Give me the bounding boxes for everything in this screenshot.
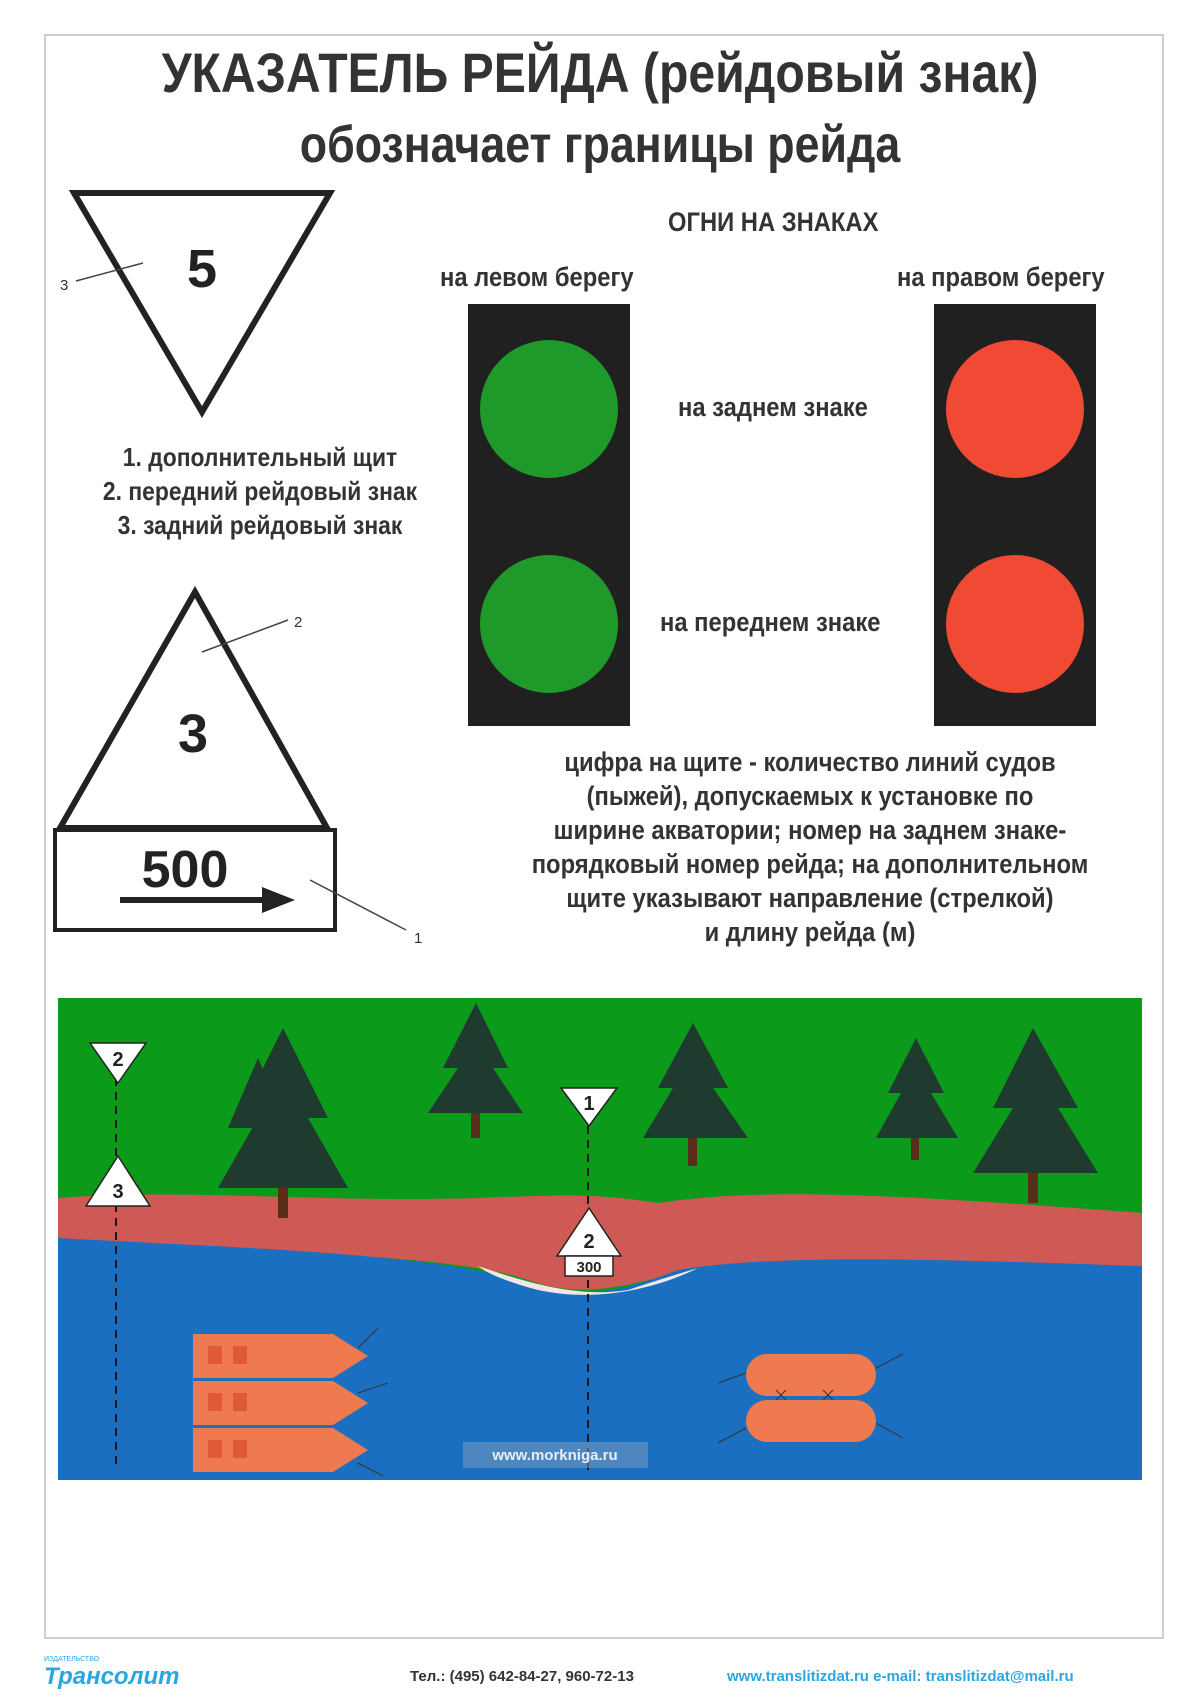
page-frame: [44, 34, 1164, 1639]
left-bank-light-panel: [468, 304, 630, 726]
footer-web-email: www.translitizdat.ru e-mail: translitizd…: [727, 1668, 1074, 1685]
front-callout-line: [201, 619, 289, 653]
barge: [193, 1428, 368, 1472]
publisher-logo: Трансолит: [44, 1663, 180, 1690]
plate-callout-number: 1: [414, 930, 422, 947]
footer-phone: Тел.: (495) 642-84-27, 960-72-13: [410, 1668, 634, 1685]
tree: [428, 1003, 523, 1138]
front-sign-number: 3: [178, 704, 208, 764]
title-line-1: УКАЗАТЕЛЬ РЕЙДА (рейдовый знак): [161, 41, 1039, 104]
rear-sign-number: 5: [187, 239, 217, 299]
left-rear-sign: [88, 1042, 148, 1085]
tree: [973, 1028, 1098, 1203]
rear-callout-number: 3: [60, 277, 68, 294]
pontoon: [746, 1354, 876, 1396]
description-line: порядковый номер рейда; на дополнительно…: [531, 849, 1089, 879]
description-line: щите указывают направление (стрелкой): [566, 883, 1054, 913]
right-bank-label: на правом берегу: [897, 262, 1105, 292]
barge: [193, 1381, 368, 1425]
barge-group-right: [746, 1354, 876, 1442]
plate-value: 500: [142, 841, 229, 899]
center-front-sign-number: 2: [583, 1231, 594, 1253]
left-bank-label: на левом берегу: [440, 262, 634, 292]
lights-heading: ОГНИ НА ЗНАКАХ: [668, 207, 879, 237]
front-callout-number: 2: [294, 614, 302, 631]
left-front-light: [480, 555, 618, 693]
legend: 1. дополнительный щит 2. передний рейдов…: [60, 440, 460, 542]
sign-diagrams: 5 3 3 2 500 1: [53, 190, 422, 947]
watermark-bg: [463, 1442, 648, 1468]
rear-sign-triangle: [68, 190, 336, 418]
additional-plate: [53, 828, 337, 932]
description-line: цифра на щите - количество линий судов: [564, 747, 1056, 777]
right-front-light: [946, 555, 1084, 693]
plate-arrow-head: [262, 887, 295, 913]
left-rear-sign-number: 2: [112, 1049, 123, 1071]
pontoon: [746, 1400, 876, 1442]
mooring-lines: [357, 1327, 389, 1477]
center-rear-sign: [559, 1087, 619, 1128]
tree: [218, 1028, 348, 1218]
right-rear-light: [946, 340, 1084, 478]
center-plate: [564, 1255, 614, 1277]
legend-item: 1. дополнительный щит: [122, 442, 398, 472]
shore-highlight: [478, 1266, 698, 1295]
description: цифра на щите - количество линий судов (…: [470, 745, 1150, 949]
center-rear-sign-number: 1: [583, 1093, 594, 1115]
legend-item: 3. задний рейдовый знак: [117, 510, 403, 540]
plate-callout-line: [309, 879, 407, 931]
barge-group-left: [193, 1334, 368, 1472]
description-line: ширине акватории; номер на заднем знаке-: [553, 815, 1067, 845]
left-front-sign-number: 3: [112, 1181, 123, 1203]
rear-sign-light-label: на заднем знаке: [678, 392, 868, 422]
legend-item: 2. передний рейдовый знак: [102, 476, 418, 506]
pontoon-mooring-lines: [717, 1353, 904, 1444]
tree: [643, 1023, 748, 1166]
watermark: www.morkniga.ru: [491, 1447, 617, 1464]
barge: [193, 1334, 368, 1378]
publisher-small: ИЗДАТЕЛЬСТВО: [44, 1656, 100, 1663]
description-line: (пыжей), допускаемых к установке по: [586, 781, 1034, 811]
tree: [876, 1038, 958, 1160]
rear-callout-line: [75, 262, 144, 282]
title-line-2: обозначает границы рейда: [299, 116, 901, 174]
description-line: и длину рейда (м): [704, 917, 916, 947]
right-bank-light-panel: [934, 304, 1096, 726]
front-sign-light-label: на переднем знаке: [660, 607, 881, 637]
center-plate-value: 300: [576, 1259, 601, 1276]
left-rear-light: [480, 340, 618, 478]
left-front-sign: [84, 1154, 152, 1207]
roadstead-scene: 2 3 1 2 300 www.morkni: [58, 998, 1142, 1480]
